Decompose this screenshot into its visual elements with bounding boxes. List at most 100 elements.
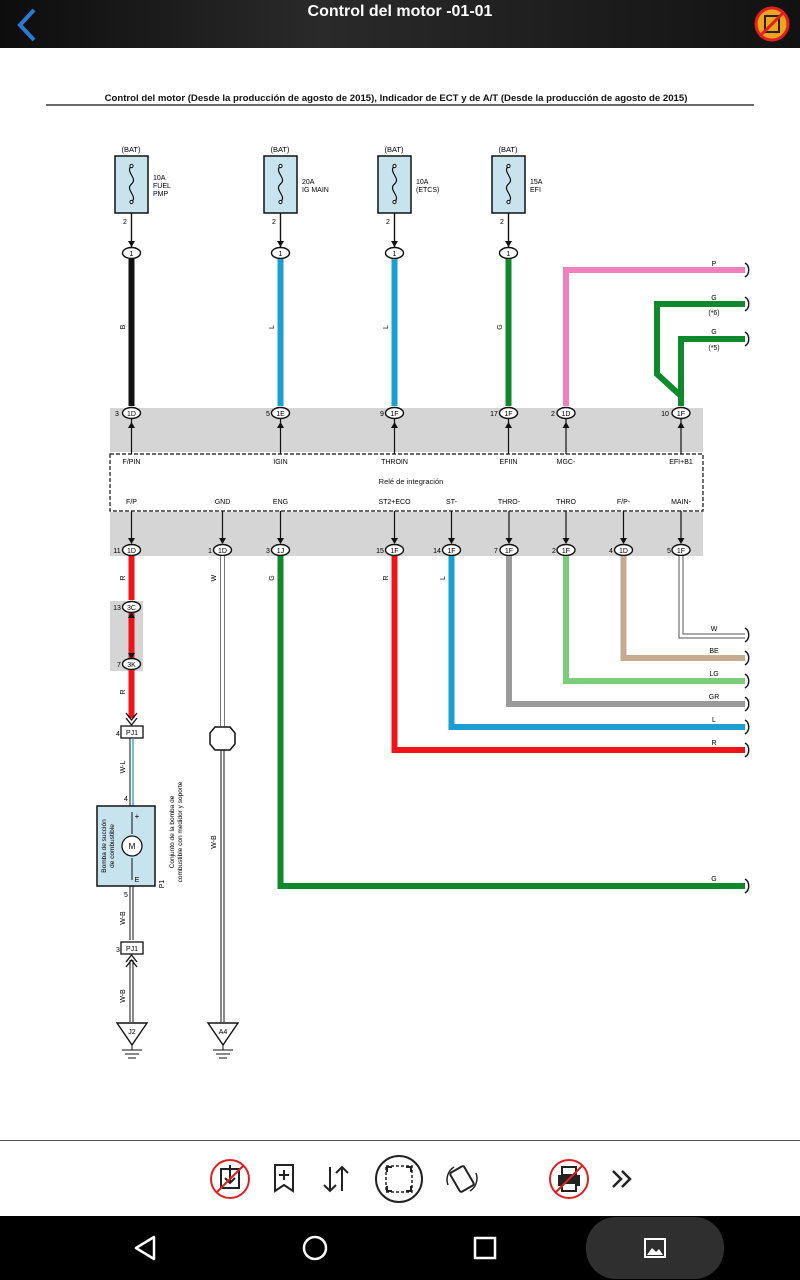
svg-text:F/P: F/P xyxy=(126,499,137,506)
svg-text:R: R xyxy=(711,740,716,747)
svg-text:A4: A4 xyxy=(219,1029,228,1036)
svg-text:1J: 1J xyxy=(277,548,284,555)
svg-text:4: 4 xyxy=(124,796,128,803)
svg-text:5: 5 xyxy=(266,411,270,418)
svg-text:(BAT): (BAT) xyxy=(121,145,141,154)
svg-text:4: 4 xyxy=(609,548,613,555)
bottom-pin: F/P 11 1D xyxy=(113,499,142,557)
svg-text:L: L xyxy=(269,325,276,329)
svg-text:1: 1 xyxy=(507,251,511,258)
svg-text:15: 15 xyxy=(376,548,384,555)
svg-text:W-L: W-L xyxy=(120,761,127,774)
back-arrow-icon[interactable] xyxy=(10,6,44,44)
svg-text:5: 5 xyxy=(124,892,128,899)
ground-a4: A4 xyxy=(206,1022,240,1059)
svg-text:MAIN-: MAIN- xyxy=(671,499,692,506)
title-bar: Control del motor -01-01 xyxy=(0,0,800,48)
relay-bottom-block xyxy=(110,512,703,556)
sort-icon[interactable] xyxy=(312,1155,360,1203)
svg-text:7: 7 xyxy=(117,662,121,669)
svg-text:15A: 15A xyxy=(530,179,543,186)
svg-text:ENG: ENG xyxy=(273,499,288,506)
svg-text:(*5): (*5) xyxy=(708,345,719,352)
svg-text:1: 1 xyxy=(393,251,397,258)
svg-text:L: L xyxy=(440,576,447,580)
svg-text:1E: 1E xyxy=(276,411,285,418)
svg-text:3C: 3C xyxy=(127,605,136,612)
page-title: Control del motor -01-01 xyxy=(307,3,493,20)
relay-top-block xyxy=(110,408,703,452)
svg-text:2: 2 xyxy=(386,219,390,226)
svg-text:G: G xyxy=(711,295,716,302)
svg-text:1F: 1F xyxy=(562,548,570,555)
diagram-heading: Control del motor (Desde la producción d… xyxy=(105,93,688,104)
svg-text:10: 10 xyxy=(661,411,669,418)
output-wires xyxy=(277,556,745,889)
svg-text:W-B: W-B xyxy=(211,835,218,849)
svg-text:GR: GR xyxy=(709,694,720,701)
svg-text:2: 2 xyxy=(500,219,504,226)
back-icon[interactable] xyxy=(126,1228,166,1268)
svg-text:(BAT): (BAT) xyxy=(498,145,518,154)
svg-text:G: G xyxy=(711,876,716,883)
rotate-icon[interactable] xyxy=(438,1155,486,1203)
svg-text:EFI: EFI xyxy=(530,187,541,194)
relay-name: Relé de integración xyxy=(379,477,444,486)
no-image-icon[interactable] xyxy=(754,6,790,42)
svg-text:THRO-: THRO- xyxy=(498,499,521,506)
more-icon[interactable] xyxy=(598,1155,646,1203)
svg-text:MGC-: MGC- xyxy=(557,459,576,466)
svg-text:3: 3 xyxy=(116,947,120,954)
svg-text:1D: 1D xyxy=(562,411,571,418)
save-disabled-icon[interactable] xyxy=(206,1155,254,1203)
svg-text:1D: 1D xyxy=(127,411,136,418)
recents-icon[interactable] xyxy=(465,1228,505,1268)
svg-text:2: 2 xyxy=(551,411,555,418)
svg-text:P: P xyxy=(712,261,717,268)
svg-text:PJ1: PJ1 xyxy=(126,946,138,953)
print-disabled-icon[interactable] xyxy=(545,1155,593,1203)
svg-text:F/PIN: F/PIN xyxy=(123,459,141,466)
svg-text:9: 9 xyxy=(380,411,384,418)
svg-text:GND: GND xyxy=(215,499,231,506)
fuse-column: (BAT) 10A (ETCS) 2 1 L 9 1F THROIN xyxy=(377,145,439,466)
bottom-pin: ST- 14 1F xyxy=(433,499,462,557)
svg-text:PMP: PMP xyxy=(153,191,169,198)
svg-text:THROIN: THROIN xyxy=(381,459,408,466)
svg-text:2: 2 xyxy=(272,219,276,226)
svg-text:1F: 1F xyxy=(677,548,685,555)
bottom-pin: ST2+ECO 15 1F xyxy=(376,499,411,557)
fuel-pump: + E M Bomba de succión de combustible P1… xyxy=(96,781,184,888)
svg-text:G: G xyxy=(269,575,276,580)
svg-text:FUEL: FUEL xyxy=(153,183,171,190)
svg-text:3: 3 xyxy=(266,548,270,555)
svg-text:20A: 20A xyxy=(302,179,315,186)
bottom-pin: MAIN- 5 1F xyxy=(667,499,692,557)
svg-text:7: 7 xyxy=(494,548,498,555)
svg-text:J2: J2 xyxy=(128,1029,136,1036)
home-icon[interactable] xyxy=(295,1228,335,1268)
svg-text:10A: 10A xyxy=(416,179,429,186)
svg-text:2: 2 xyxy=(552,548,556,555)
wiring-diagram[interactable]: Control del motor (Desde la producción d… xyxy=(0,48,800,1140)
fuel-pump-path: R 13 3C 7 3K R 4 PJ1 W-L 4 xyxy=(110,556,144,806)
wire-ends xyxy=(744,262,750,894)
fit-screen-icon[interactable] xyxy=(374,1154,424,1204)
bookmark-add-icon[interactable] xyxy=(260,1155,308,1203)
svg-text:(ETCS): (ETCS) xyxy=(416,187,439,194)
svg-text:1D: 1D xyxy=(127,548,136,555)
relay-box xyxy=(109,453,704,512)
svg-text:LG: LG xyxy=(709,671,718,678)
svg-text:1: 1 xyxy=(130,251,134,258)
svg-text:L: L xyxy=(712,717,716,724)
svg-text:de combustible: de combustible xyxy=(109,824,116,868)
bottom-pin: GND 1 1D xyxy=(208,499,233,557)
svg-text:2: 2 xyxy=(123,219,127,226)
ground-j2: J2 xyxy=(115,1022,149,1059)
svg-text:W-B: W-B xyxy=(120,989,127,1003)
svg-text:THRO: THRO xyxy=(556,499,576,506)
svg-text:5: 5 xyxy=(667,548,671,555)
svg-text:1F: 1F xyxy=(504,411,512,418)
svg-text:Bomba de succión: Bomba de succión xyxy=(101,819,108,873)
screenshot-pill[interactable] xyxy=(586,1217,724,1279)
